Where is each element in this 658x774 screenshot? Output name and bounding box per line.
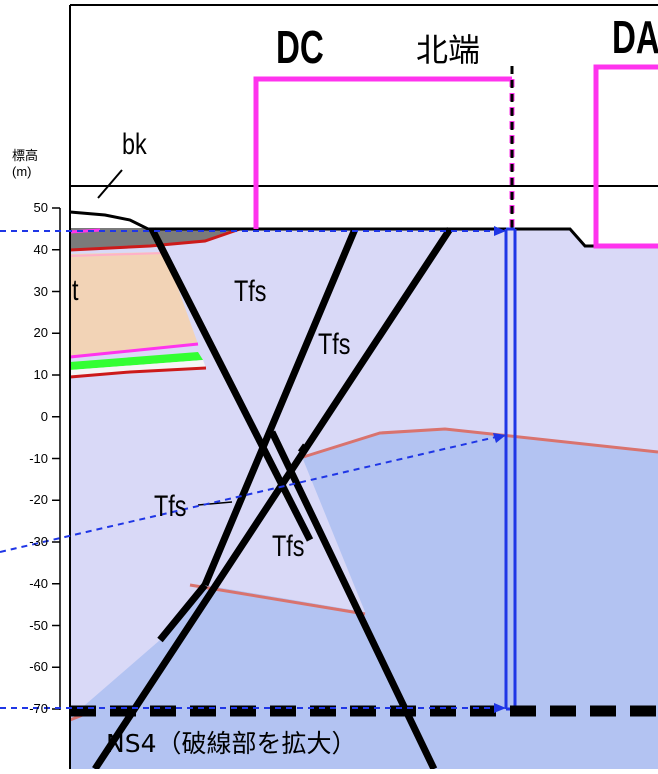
axis-tick-label: 30 (33, 283, 48, 299)
tfs-label-3: Tfs (154, 490, 187, 523)
axis-tick-label: 20 (33, 325, 48, 341)
axis-tick-label: -10 (29, 450, 48, 466)
dc-building-outline (253, 76, 512, 229)
axis-title-line1: 標高 (12, 148, 39, 163)
fault-line-c-ext (157, 582, 208, 643)
elevation-axis-ticks (52, 207, 60, 710)
axis-tick-label: -60 (29, 659, 48, 675)
axis-tick-label: -70 (29, 701, 48, 716)
axis-tick-label: -50 (29, 617, 48, 633)
pink-line-under-dark (69, 252, 166, 257)
t-label: t (72, 274, 79, 307)
green-band (70, 352, 203, 370)
axis-tick-label: 10 (33, 367, 48, 382)
da-label: DA (612, 11, 658, 63)
section-caption: NS4（破線部を拡大） (106, 729, 357, 758)
arrow-head-bottom (494, 703, 506, 713)
red-boundary-top (69, 227, 241, 252)
magenta-line-left (69, 228, 101, 234)
white-band (70, 360, 206, 376)
dc-label: DC (276, 21, 324, 73)
red-boundary-t-bottom (69, 366, 207, 379)
axis-tick-label: 40 (33, 241, 48, 257)
bk-label: bk (122, 128, 147, 161)
tfs-label-4: Tfs (272, 530, 305, 563)
tfs-label-1: Tfs (234, 275, 267, 308)
axis-title: 標高 (m) (12, 148, 38, 179)
arrow-head-top (494, 226, 506, 236)
bk-leader-line (97, 169, 123, 199)
blue-deep-layer (70, 428, 658, 769)
magenta-line-mid (69, 342, 199, 359)
axis-tick-label: -20 (29, 492, 48, 508)
axis-tick-label: -40 (29, 575, 48, 591)
ground-surface-line (69, 210, 658, 248)
axis-title-line2: (m) (12, 163, 32, 179)
da-building-outline (593, 64, 658, 249)
axis-tick-label: 0 (40, 408, 48, 424)
axis-tick-label: 50 (33, 200, 48, 215)
fault-line-c (201, 227, 359, 587)
fault-junction (297, 443, 308, 454)
red-boundary-deep (299, 427, 658, 460)
red-boundary-lower (189, 583, 366, 616)
north-end-label: 北端 (416, 31, 481, 69)
tfs-lower-wedge (205, 432, 365, 612)
fault-line-d (92, 227, 453, 771)
blue-dashed-diagonal (0, 436, 497, 553)
t-tan-layer (70, 252, 198, 357)
tfs-label-2: Tfs (318, 328, 351, 361)
axis-tick-label: -30 (29, 534, 48, 549)
arrow-head-diagonal (493, 433, 506, 443)
